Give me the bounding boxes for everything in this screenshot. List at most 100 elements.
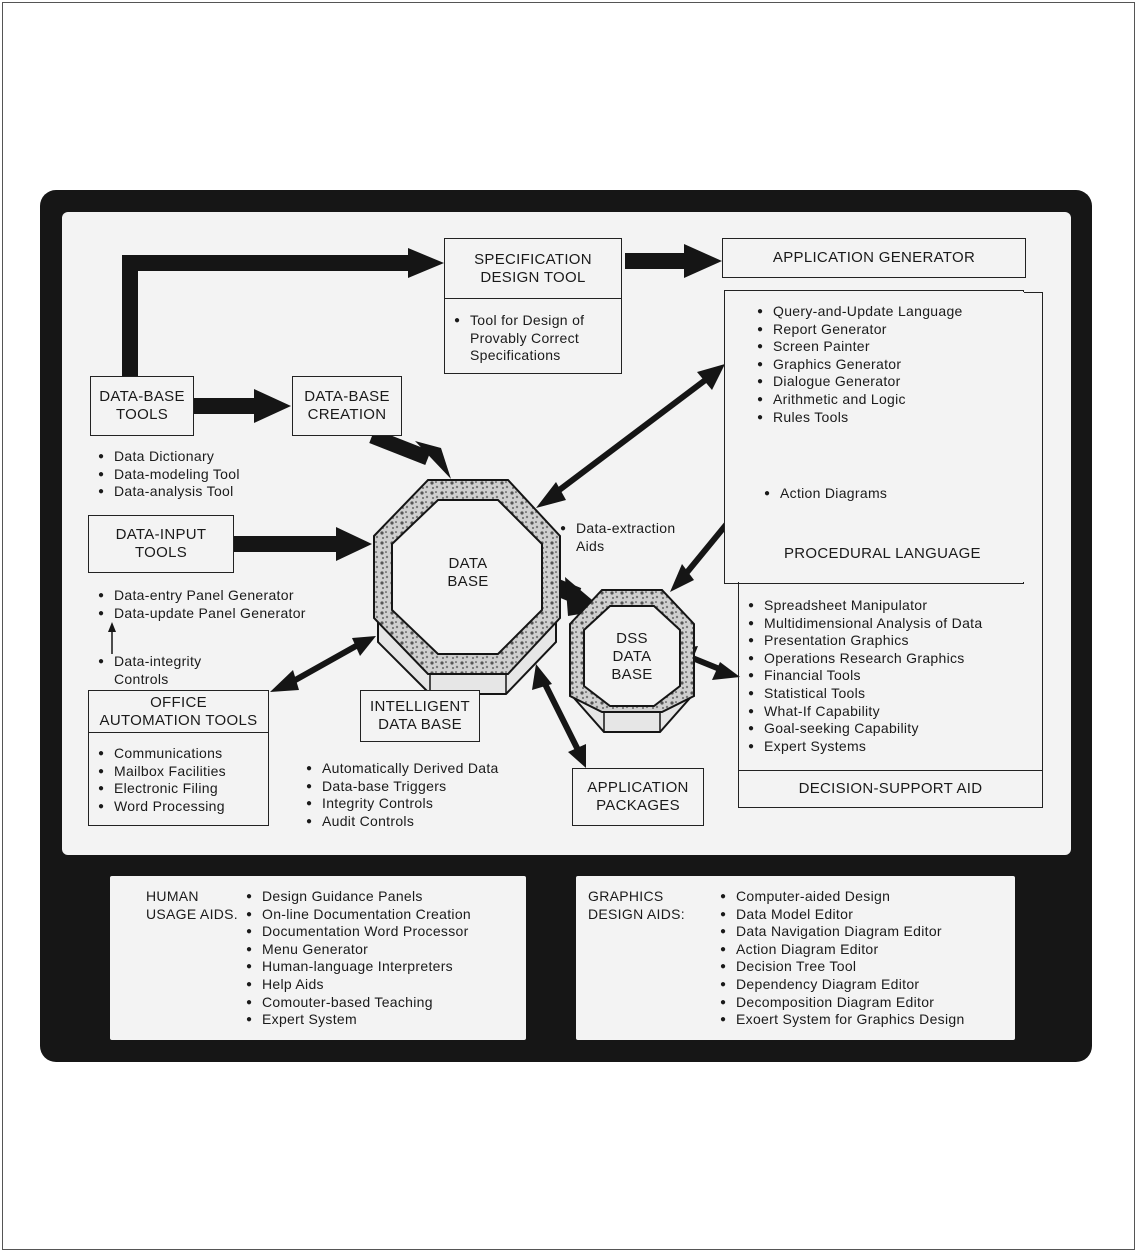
data-input-list: Data-entry Panel Generator Data-update P… — [98, 587, 306, 622]
spec-title-line-2: DESIGN TOOL — [480, 269, 586, 286]
list-item: Communications — [98, 745, 226, 763]
spec-title-line-1: SPECIFICATION — [474, 251, 592, 268]
list-item: Dialogue Generator — [757, 373, 963, 391]
procedural-language-label: PROCEDURAL LANGUAGE — [784, 545, 981, 562]
spec-tool-item-line-2: Provably Correct — [470, 330, 580, 346]
arrowhead-creation-to-db — [415, 441, 451, 479]
spec-design-tool-box: SPECIFICATION DESIGN TOOL — [444, 238, 622, 300]
list-item: Arithmetic and Logic — [757, 391, 963, 409]
list-item: Electronic Filing — [98, 780, 226, 798]
arrow-db-appgen-line — [552, 375, 710, 497]
human-usage-title-2: USAGE AIDS. — [146, 906, 238, 922]
arrow-datainput-to-db-shaft — [234, 536, 340, 552]
arrowhead-office-db-1 — [270, 670, 299, 692]
list-item: Word Processing — [98, 798, 226, 816]
list-item: Data-analysis Tool — [98, 483, 240, 501]
arrow-creation-to-db-shaft — [369, 429, 431, 465]
list-item: Goal-seeking Capability — [748, 720, 982, 738]
list-item: Operations Research Graphics — [748, 650, 982, 668]
data-extraction-line-2: Aids — [576, 538, 605, 554]
arrow-office-db-line — [288, 643, 358, 686]
data-integrity-item: Data-integrity — [98, 653, 201, 671]
list-item: Data-modeling Tool — [98, 466, 240, 484]
list-item: Dependency Diagram Editor — [720, 976, 965, 994]
app-packages-title-2: PACKAGES — [596, 797, 680, 814]
list-item: Data-extraction — [560, 520, 675, 538]
list-item: Data-integrity — [98, 653, 201, 671]
database-creation-title-1: DATA-BASE — [304, 388, 390, 405]
office-title-1: OFFICE — [150, 694, 207, 711]
arrow-spec-to-appgen-shaft — [625, 253, 687, 269]
spec-design-tool-body — [444, 298, 622, 374]
spec-tool-item-line-3: Specifications — [470, 347, 561, 363]
action-diagrams-item: Action Diagrams — [764, 485, 887, 503]
office-list: Communications Mailbox Facilities Electr… — [98, 745, 226, 815]
list-item: Graphics Generator — [757, 356, 963, 374]
database-cylinder — [373, 479, 561, 695]
list-item: Decision Tree Tool — [720, 958, 965, 976]
dss-label-2: DATA — [612, 648, 652, 665]
dss-label-3: BASE — [611, 666, 653, 683]
data-input-title-2: TOOLS — [134, 544, 188, 561]
database-creation-title-2: CREATION — [307, 406, 387, 423]
list-item: Report Generator — [757, 321, 963, 339]
arrowhead-office-db-2 — [352, 636, 376, 656]
list-item: Presentation Graphics — [748, 632, 982, 650]
arrow-db-apppkg-line — [541, 680, 581, 752]
list-item: Screen Painter — [757, 338, 963, 356]
database-tools-box: DATA-BASE TOOLS — [90, 376, 194, 436]
arrowhead-dss-action-1 — [670, 564, 694, 592]
arrowhead-to-spec — [408, 248, 444, 278]
arrowhead-db-appgen-2 — [697, 364, 725, 390]
database-tools-title-2: TOOLS — [115, 406, 169, 423]
app-generator-list: Query-and-Update Language Report Generat… — [757, 303, 963, 426]
list-item: Query-and-Update Language — [757, 303, 963, 321]
intelligent-db-list: Automatically Derived Data Data-base Tri… — [306, 760, 499, 830]
dss-label-1: DSS — [616, 630, 648, 647]
list-item: Statistical Tools — [748, 685, 982, 703]
list-item: Action Diagram Editor — [720, 941, 965, 959]
list-item: Audit Controls — [306, 813, 499, 831]
arrowhead-to-database — [336, 527, 372, 561]
list-item: Spreadsheet Manipulator — [748, 597, 982, 615]
graphics-design-list: Computer-aided Design Data Model Editor … — [720, 888, 965, 1029]
list-item: Tool for Design of — [454, 312, 584, 330]
database-tools-title-1: DATA-BASE — [99, 388, 185, 405]
intelligent-db-title-1: INTELLIGENT — [370, 698, 470, 715]
graphics-design-title-2: DESIGN AIDS: — [588, 906, 685, 922]
list-item: Computer-aided Design — [720, 888, 965, 906]
list-item: Expert System — [246, 1011, 471, 1029]
data-extraction-item: Data-extraction — [560, 520, 675, 538]
data-input-tools-box: DATA-INPUT TOOLS — [88, 515, 234, 573]
decision-support-list: Spreadsheet Manipulator Multidimensional… — [748, 597, 982, 755]
list-item: Data Model Editor — [720, 906, 965, 924]
list-item: Help Aids — [246, 976, 471, 994]
list-item: Data-base Triggers — [306, 778, 499, 796]
decision-support-title: DECISION-SUPPORT AID — [798, 780, 983, 797]
arrowhead-to-creation — [254, 389, 291, 423]
graphics-design-title-1: GRAPHICS — [588, 888, 664, 904]
list-item: Data Navigation Diagram Editor — [720, 923, 965, 941]
list-item: Automatically Derived Data — [306, 760, 499, 778]
list-item: Rules Tools — [757, 409, 963, 427]
list-item: Documentation Word Processor — [246, 923, 471, 941]
list-item: On-line Documentation Creation — [246, 906, 471, 924]
list-item: Multidimensional Analysis of Data — [748, 615, 982, 633]
app-generator-title: APPLICATION GENERATOR — [772, 249, 976, 266]
arrowhead-integrity — [108, 622, 116, 632]
data-input-title-1: DATA-INPUT — [115, 526, 207, 543]
list-item: Exoert System for Graphics Design — [720, 1011, 965, 1029]
human-usage-list: Design Guidance Panels On-line Documenta… — [246, 888, 471, 1029]
decision-support-footer: DECISION-SUPPORT AID — [738, 770, 1043, 808]
list-item: Data Dictionary — [98, 448, 240, 466]
human-usage-title-1: HUMAN — [146, 888, 199, 904]
intelligent-database-box: INTELLIGENT DATA BASE — [360, 690, 480, 742]
office-automation-header: OFFICE AUTOMATION TOOLS — [88, 690, 269, 734]
list-item: Mailbox Facilities — [98, 763, 226, 781]
list-item: Comouter-based Teaching — [246, 994, 471, 1012]
list-item: Integrity Controls — [306, 795, 499, 813]
list-item: Financial Tools — [748, 667, 982, 685]
database-label-2: BASE — [447, 573, 489, 590]
